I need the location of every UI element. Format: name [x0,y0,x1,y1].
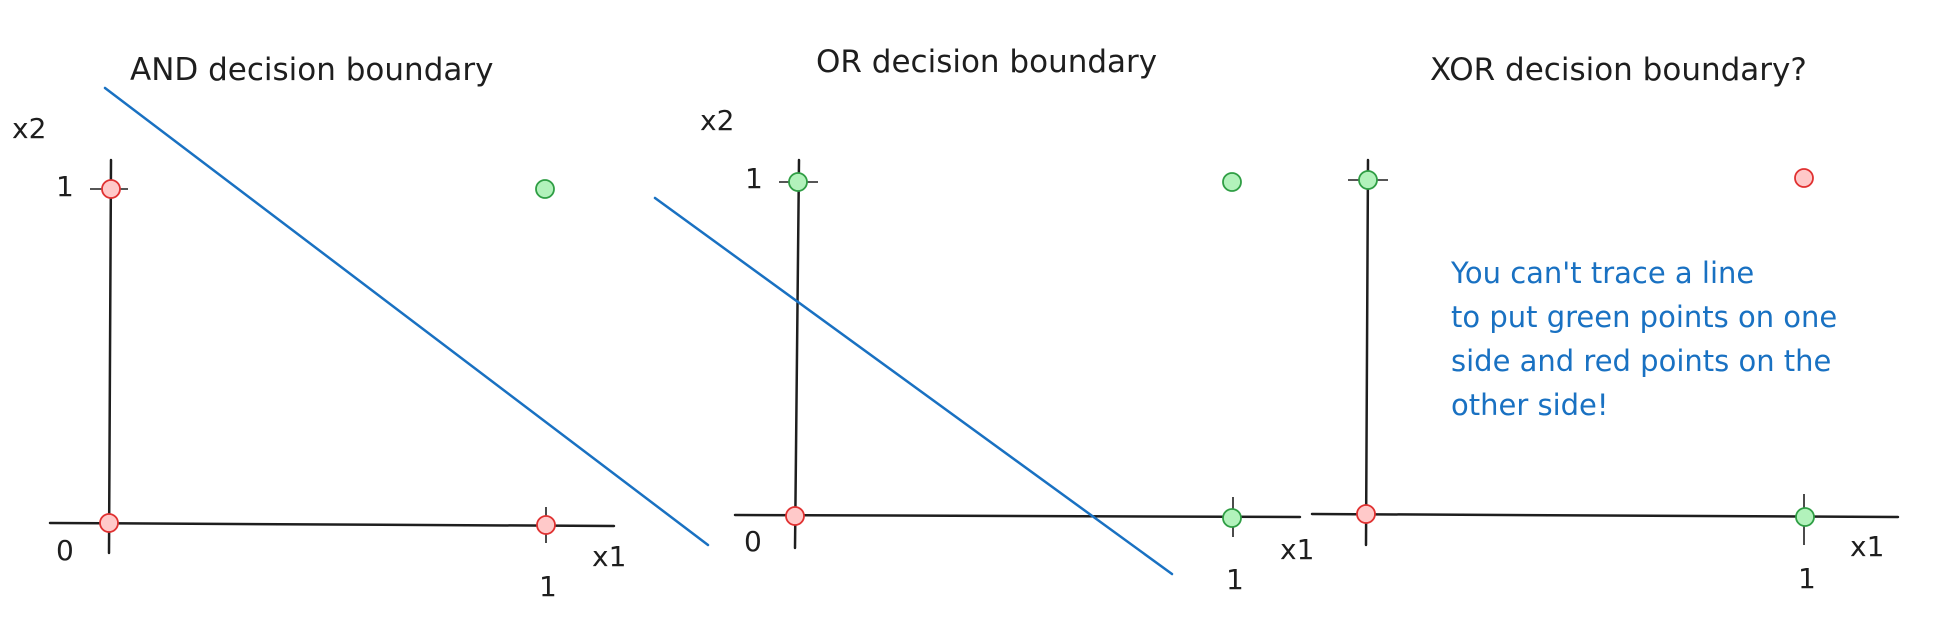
panel-xor-note-line: side and red points on the [1451,344,1831,378]
panel-or-point-1-1 [1222,172,1242,192]
panel-xor-x-tick-label: 1 [1798,562,1816,595]
panel-xor-note-line: to put green points on one [1451,300,1837,334]
panel-xor-title: XOR decision boundary? [1430,52,1807,88]
panel-and-x-tick-label: 1 [539,570,557,603]
panel-or: OR decision boundary x2 1 0 1 x1 [653,44,1314,596]
panel-and-point-1-0 [536,515,556,535]
panel-or-x-tick-label: 1 [1226,563,1244,596]
panel-or-point-0-0 [785,506,805,526]
panel-xor: XOR decision boundary? 1 x1 You can't tr… [1310,52,1900,595]
panel-or-point-1-0 [1222,508,1242,528]
panel-xor-x-axis-label: x1 [1850,530,1884,563]
panel-xor-point-1-1 [1794,168,1814,188]
panel-or-point-0-1 [788,172,808,192]
panel-or-y-axis [793,158,801,550]
panel-or-x-axis-label: x1 [1280,533,1314,566]
panel-or-decision-boundary [653,196,1174,576]
panel-or-title: OR decision boundary [816,44,1157,80]
panel-and-point-1-1 [535,179,555,199]
panel-or-x-axis [733,513,1302,519]
panel-xor-note-line: other side! [1451,388,1609,422]
panel-and-point-0-0 [99,513,119,533]
panel-and-origin-label: 0 [56,534,74,567]
panel-and-decision-boundary [103,86,710,547]
panel-and-y-axis [107,158,113,555]
panel-and-y-axis-label: x2 [12,112,46,145]
panel-and-x-axis [48,521,616,528]
panel-xor-point-0-1 [1358,170,1378,190]
panel-or-y-tick-label: 1 [745,162,763,195]
panel-and-x-axis-label: x1 [592,540,626,573]
panel-xor-y-axis [1364,158,1370,547]
panel-or-origin-label: 0 [744,525,762,558]
panel-xor-note-line: You can't trace a line [1450,256,1754,290]
panel-and-title: AND decision boundary [130,52,493,88]
panel-and-y-tick-label: 1 [56,170,74,203]
panel-xor-point-1-0 [1795,507,1815,527]
panel-or-y-axis-label: x2 [700,104,734,137]
panel-xor-point-0-0 [1356,504,1376,524]
panel-and-point-0-1 [101,179,121,199]
panel-and: AND decision boundary x2 1 0 1 x1 [12,52,710,603]
panel-xor-note: You can't trace a line to put green poin… [1450,256,1837,422]
